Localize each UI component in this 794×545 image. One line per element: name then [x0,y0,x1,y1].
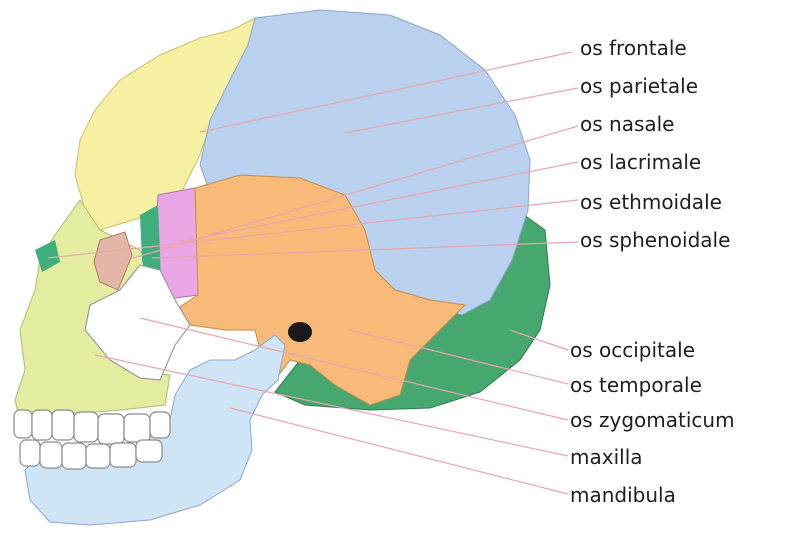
label-os-nasale: os nasale [580,114,674,134]
label-os-sphenoidale: os sphenoidale [580,230,730,250]
label-os-lacrimale: os lacrimale [580,152,701,172]
label-os-occipitale: os occipitale [570,340,695,360]
label-os-frontale: os frontale [580,38,687,58]
label-os-temporale: os temporale [570,375,702,395]
label-mandibula: mandibula [570,485,676,505]
label-os-zygomaticum: os zygomaticum [570,410,735,430]
label-os-parietale: os parietale [580,76,698,96]
label-maxilla: maxilla [570,447,643,467]
label-os-ethmoidale: os ethmoidale [580,192,722,212]
teeth [14,410,170,469]
ear-opening [288,322,312,342]
